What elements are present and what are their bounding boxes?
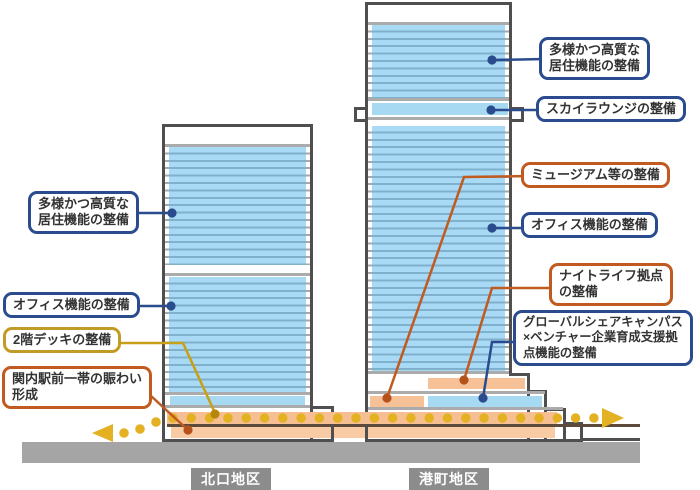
flow-dot — [151, 417, 161, 427]
callout-global-campus: グローバルシェアキャンパス ×ベンチャー企業育成支援拠 点機能の整備 — [513, 310, 693, 367]
flow-arrow-right-icon — [602, 408, 624, 428]
glazing — [169, 277, 306, 392]
callout-text: グローバルシェアキャンパス — [523, 315, 683, 329]
flow-arrow-left-icon — [92, 424, 113, 442]
callout-skylounge: スカイラウンジの整備 — [536, 96, 687, 123]
nightlife-level-bar — [428, 378, 525, 389]
district-badge-minatomachi: 港町地区 — [409, 468, 489, 490]
flow-dot — [135, 424, 145, 434]
ground-strip — [22, 442, 640, 463]
district-badge-north: 北口地区 — [191, 468, 271, 490]
sky-lounge-upper-line — [368, 98, 509, 101]
flow-dot — [119, 428, 129, 438]
museum-level-bar — [370, 396, 424, 407]
endpoint-dot — [478, 393, 488, 403]
endpoint-dot — [459, 375, 469, 385]
callout-office-left: オフィス機能の整備 — [3, 292, 140, 319]
callout-museum: ミュージアム等の整備 — [521, 162, 670, 189]
sky-lounge-lower-line — [368, 117, 509, 120]
callout-residential-right: 多様かつ高質な 居住機能の整備 — [539, 37, 651, 80]
callout-text: スカイラウンジの整備 — [546, 101, 677, 116]
left-tower-lower-divider — [165, 392, 310, 395]
left-tower-2f-glass-bar — [170, 396, 305, 405]
deck-structure-line — [167, 424, 640, 427]
left-podium-edge-segment — [331, 425, 334, 441]
left-tower-section-divider — [165, 273, 310, 276]
endpoint-dot — [166, 301, 176, 311]
callout-text: オフィス機能の整備 — [13, 297, 130, 312]
endpoint-dot — [183, 425, 193, 435]
podium-level-line-2 — [368, 407, 563, 410]
callout-deck: 2階デッキの整備 — [3, 327, 122, 354]
endpoint-dot — [167, 208, 177, 218]
street-activity-band — [171, 427, 555, 438]
callout-text: ナイトライフ拠点 — [559, 268, 664, 283]
endpoint-dot — [486, 105, 496, 115]
callout-text: ×ベンチャー企業育成支援拠 — [523, 330, 678, 345]
left-tower-roofline — [165, 144, 310, 147]
callout-text: 関内駅前一帯の賑わい — [12, 371, 143, 386]
right-tower-roofline — [368, 22, 509, 25]
sky-lounge-floor — [372, 103, 508, 115]
endpoint-dot — [210, 409, 220, 419]
callout-text: 居住機能の整備 — [549, 58, 641, 74]
endpoint-dot — [487, 223, 497, 233]
podium-level-line-1 — [368, 391, 545, 394]
callout-text: 形成 — [12, 387, 39, 403]
leader-global-campus — [481, 340, 522, 399]
left-tower-residential-floors — [165, 147, 310, 265]
callout-office-right: オフィス機能の整備 — [521, 212, 658, 239]
street-level-line-right — [583, 438, 640, 441]
endpoint-dot — [382, 393, 392, 403]
callout-text: 多様かつ高質な — [38, 196, 130, 211]
left-tower-office-floors — [165, 277, 310, 392]
leader-nightlife — [462, 286, 558, 381]
callout-text: オフィス機能の整備 — [531, 217, 648, 232]
callout-text: 多様かつ高質な — [549, 42, 641, 57]
callout-text: ミュージアム等の整備 — [531, 167, 660, 182]
leader-residential-right — [491, 57, 546, 62]
glazing — [169, 147, 306, 265]
leader-deck — [110, 341, 217, 414]
right-tower-podium-top-line — [368, 371, 509, 374]
left-tower-podium-divider — [165, 405, 310, 408]
leader-museum — [385, 174, 531, 399]
callout-text: の整備 — [559, 284, 599, 300]
callout-nightlife: ナイトライフ拠点 の整備 — [549, 263, 674, 306]
right-tower-edge-segment — [365, 425, 368, 441]
glazing — [372, 25, 505, 98]
endpoint-dot — [487, 55, 497, 65]
callout-text: 点機能の整備 — [523, 345, 597, 360]
callout-text: 2階デッキの整備 — [13, 332, 112, 347]
callout-text: 居住機能の整備 — [38, 212, 130, 228]
callout-kannai: 関内駅前一帯の賑わい 形成 — [2, 366, 153, 409]
callout-residential-left: 多様かつ高質な 居住機能の整備 — [28, 191, 140, 234]
right-tower-residential-floors — [368, 25, 509, 98]
